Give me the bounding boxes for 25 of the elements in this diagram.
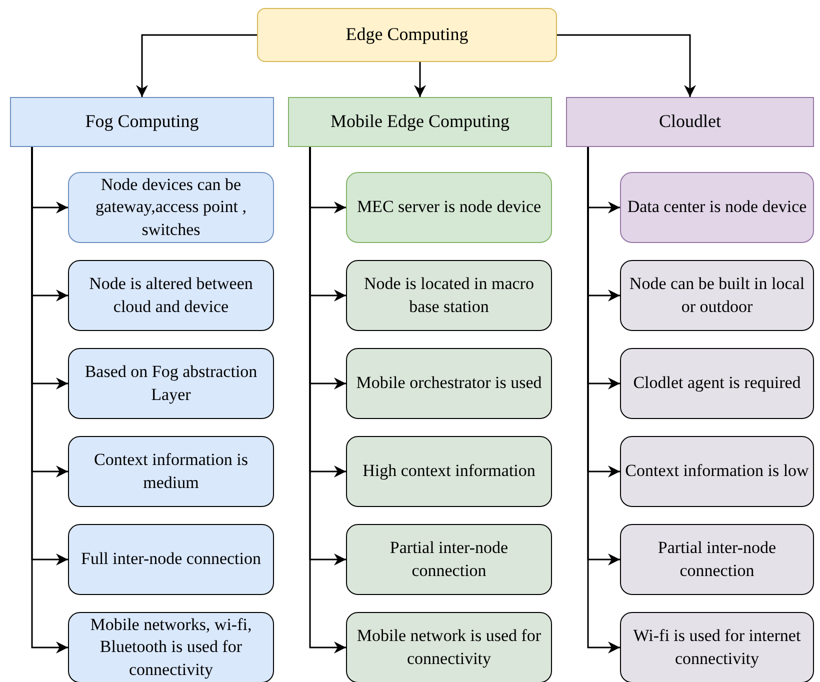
feature-box: Based on Fog abstraction Layer xyxy=(68,348,274,419)
feature-box: Node devices can be gateway,access point , switches xyxy=(68,172,274,243)
connector-arrow xyxy=(414,62,426,97)
feature-box: MEC server is node device xyxy=(346,172,552,243)
feature-box: Node is altered between cloud and device xyxy=(68,260,274,331)
category-box: Fog Computing xyxy=(10,97,274,147)
root-box: Edge Computing xyxy=(257,8,557,62)
feature-box: Context information is low xyxy=(620,436,814,507)
category-box: Cloudlet xyxy=(566,97,814,147)
feature-box: Partial inter-node connection xyxy=(346,524,552,595)
feature-box: Node is located in macro base station xyxy=(346,260,552,331)
feature-box: Clodlet agent is required xyxy=(620,348,814,419)
feature-box: Mobile orchestrator is used xyxy=(346,348,552,419)
feature-box: Data center is node device xyxy=(620,172,814,243)
connector-arrow xyxy=(557,34,696,97)
category-box: Mobile Edge Computing xyxy=(288,97,552,147)
connector-arrow xyxy=(136,34,257,97)
feature-box: Mobile network is used for connectivity xyxy=(346,612,552,682)
feature-box: High context information xyxy=(346,436,552,507)
feature-box: Partial inter-node connection xyxy=(620,524,814,595)
feature-box: Context information is medium xyxy=(68,436,274,507)
feature-box: Wi-fi is used for internet connectivity xyxy=(620,612,814,682)
feature-box: Full inter-node connection xyxy=(68,524,274,595)
feature-box: Node can be built in local or outdoor xyxy=(620,260,814,331)
feature-box: Mobile networks, wi-fi, Bluetooth is used for connectivity xyxy=(68,612,274,682)
